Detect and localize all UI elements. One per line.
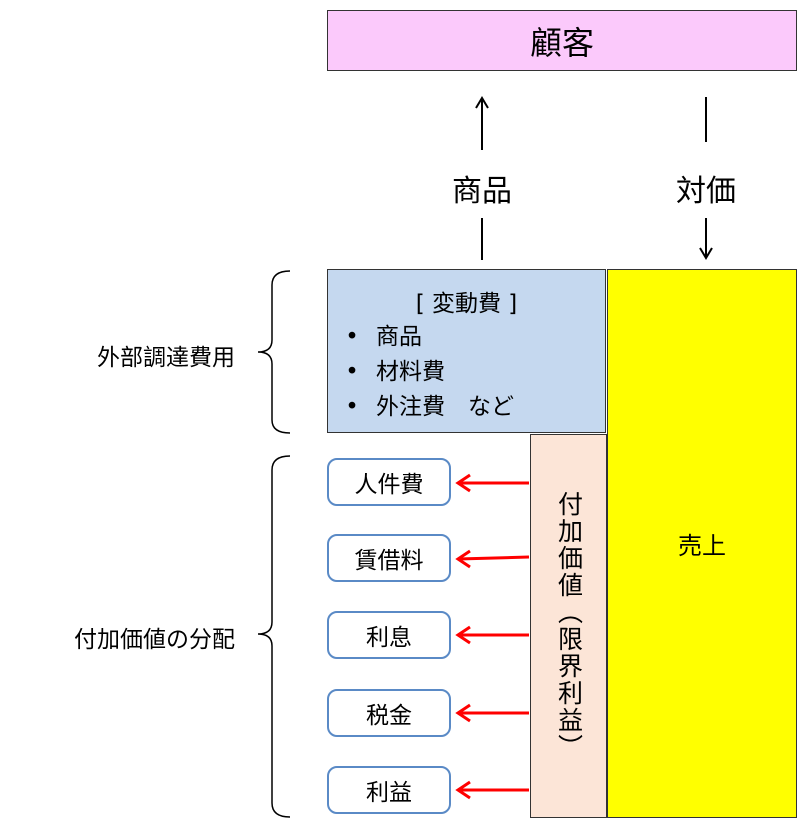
brace-external-icon <box>257 270 291 434</box>
arrow-icon <box>455 473 529 493</box>
distribution-box-profit: 利益 <box>327 766 451 814</box>
bullet: • <box>345 324 359 350</box>
item-label: 商品 <box>376 324 422 350</box>
external-cost-label: 外部調達費用 <box>97 345 235 371</box>
goods-arrow-up-icon <box>475 96 489 260</box>
arrow-icon <box>455 780 529 800</box>
customer-box: 顧客 <box>327 10 797 71</box>
distribution-box-tax: 税金 <box>327 689 451 737</box>
payment-label: 対価 <box>676 174 736 209</box>
sales-label: 売上 <box>678 532 726 560</box>
added-value-box: 付加価値（限界利益） <box>530 434 607 818</box>
bullet: • <box>345 359 359 385</box>
list-item: • 材料費 <box>328 355 605 390</box>
distribution-box-interest: 利息 <box>327 611 451 659</box>
payment-arrow-down-icon <box>699 97 713 260</box>
item-label: 材料費 <box>376 359 445 385</box>
list-item: • 商品 <box>328 320 605 355</box>
variable-cost-box: [ 変動費 ] • 商品 • 材料費 • 外注費 など <box>327 269 606 433</box>
distribution-label: 付加価値の分配 <box>74 627 235 653</box>
goods-label: 商品 <box>452 174 512 209</box>
variable-cost-title: [ 変動費 ] <box>415 291 518 317</box>
added-value-label: 付加価値（限界利益） <box>554 491 584 761</box>
arrow-icon <box>455 549 530 569</box>
brace-distribution-icon <box>257 455 291 818</box>
arrow-icon <box>455 625 529 645</box>
distribution-box-personnel: 人件費 <box>327 458 451 506</box>
distribution-box-rent: 賃借料 <box>327 534 451 582</box>
item-label: 外注費 など <box>376 394 514 420</box>
sales-box: 売上 <box>607 269 797 818</box>
red-arrows <box>455 473 530 800</box>
bullet: • <box>345 394 359 420</box>
list-item: • 外注費 など <box>328 390 605 425</box>
arrow-icon <box>455 703 529 723</box>
